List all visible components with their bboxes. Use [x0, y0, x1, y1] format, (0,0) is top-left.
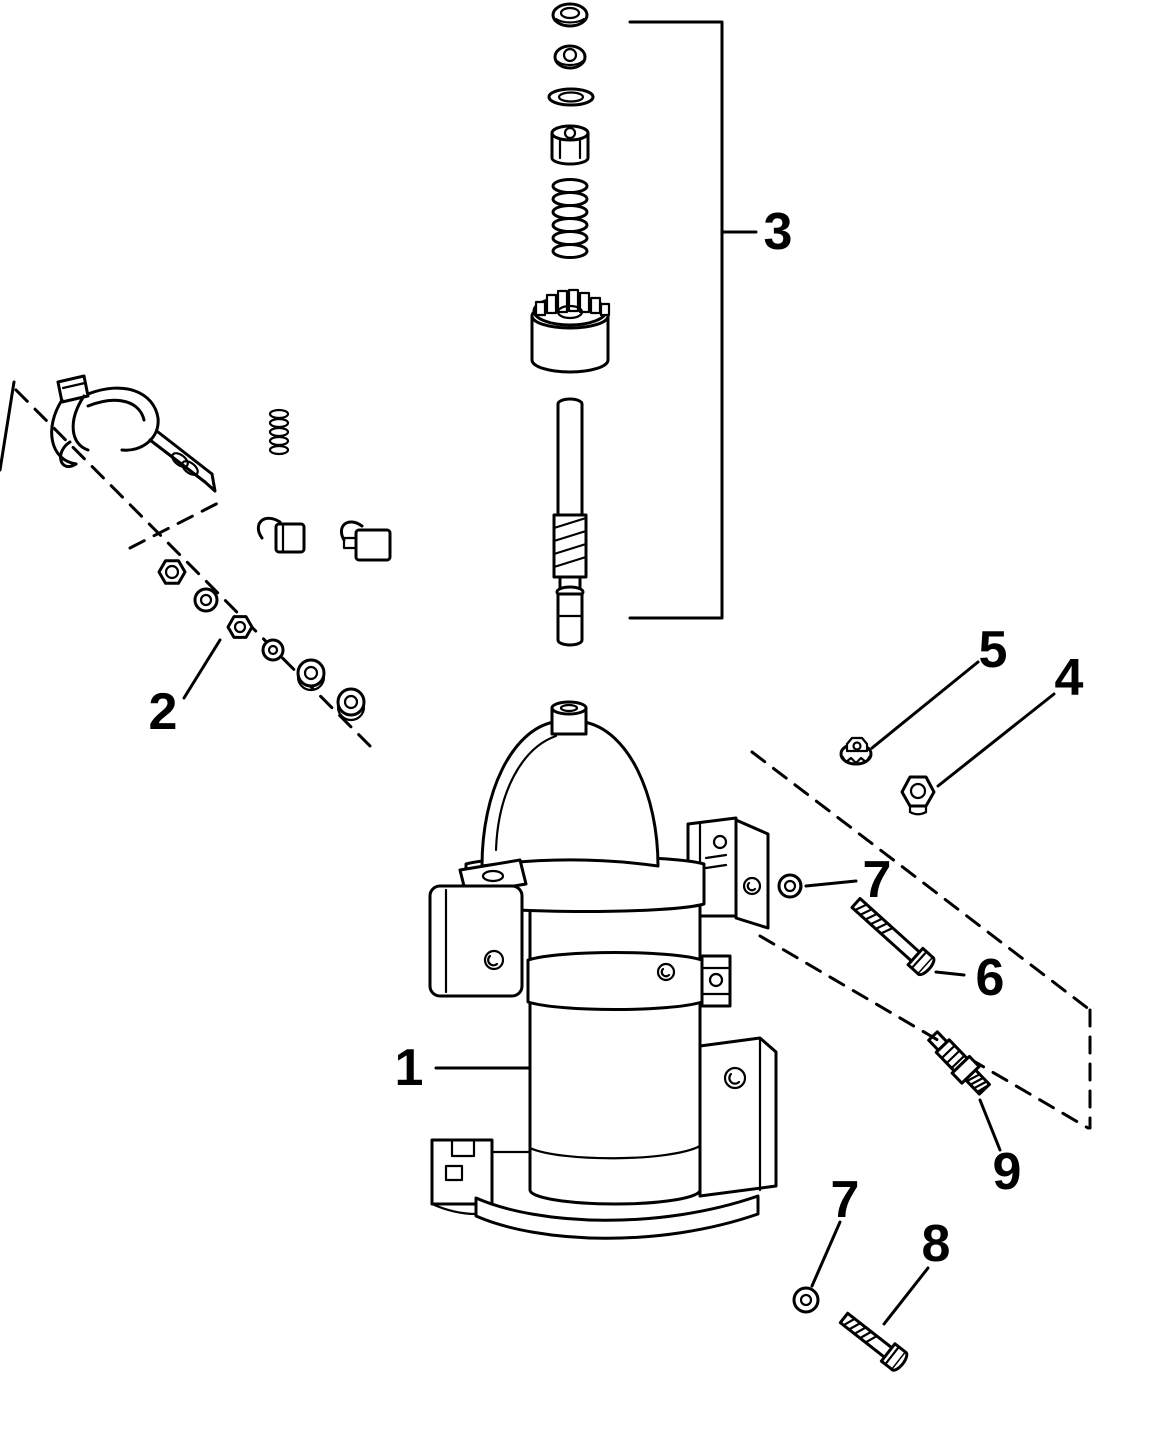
kit-boundary-edge	[0, 380, 16, 472]
washer-icon	[193, 587, 219, 613]
hex-nut-icon	[900, 775, 936, 816]
starter-motor-group: 1	[395, 700, 778, 1240]
callout-4-leader	[936, 692, 1056, 788]
callout-8-label: 8	[922, 1215, 951, 1273]
terminal-stud-icon	[927, 1030, 991, 1096]
drive-assembly-group	[530, 2, 611, 647]
kit-boundary-dashed-line	[14, 388, 374, 750]
washer-icon	[261, 638, 285, 662]
assembly-dashed-line-bottom	[758, 934, 1090, 1130]
cable-assembly-icon	[50, 374, 217, 493]
brush-right-icon	[339, 520, 392, 562]
mounting-bracket-left-icon	[428, 884, 524, 998]
hex-nut-icon	[157, 559, 187, 585]
kit-boundary-dashed-line-2	[128, 498, 226, 550]
band-clamp-icon	[526, 951, 732, 1011]
flange-nut-icon	[296, 658, 326, 688]
assembly-dashed-line-top	[750, 750, 1092, 1012]
callout-7-upper-label: 7	[863, 851, 892, 909]
drive-washer-icon	[547, 87, 595, 107]
washer-icon	[777, 873, 803, 899]
callout-5-label: 5	[979, 621, 1008, 679]
callout-7-lower-label: 7	[831, 1171, 860, 1229]
callout-3-bracket	[628, 20, 724, 620]
callout-5-leader	[870, 660, 980, 750]
motor-body-lower-seam	[528, 1144, 702, 1160]
brush-spring-icon	[268, 408, 290, 456]
terminal-hardware-series	[157, 559, 366, 722]
hex-nut-icon	[226, 615, 254, 639]
drive-locknut-icon	[551, 2, 589, 28]
pinion-gear-icon	[530, 288, 611, 374]
washer-icon	[792, 1286, 820, 1314]
callout-8-leader	[882, 1266, 930, 1326]
callout-4-label: 4	[1055, 649, 1084, 707]
base-lip-icon	[474, 1194, 760, 1240]
callout-2-leader	[182, 638, 222, 700]
drive-shaft-icon	[552, 397, 588, 647]
callout-2-label: 2	[149, 683, 178, 741]
mounting-hardware-group: 5 4 7 6	[750, 621, 1092, 1372]
callout-7-lower-leader	[810, 1220, 842, 1288]
bolt-icon	[850, 897, 936, 977]
drive-spring-icon	[551, 178, 589, 259]
brush-left-icon	[256, 516, 306, 554]
drive-housing-dome-icon	[480, 719, 660, 868]
callout-7-upper-leader	[804, 879, 858, 888]
drive-nut-icon	[553, 44, 587, 70]
base-flange-right-icon	[698, 1036, 778, 1198]
shaft-cap-icon	[550, 700, 588, 736]
callout-3-label: 3	[764, 203, 793, 261]
repair-kit-group: 2	[0, 374, 392, 750]
callout-9-leader	[978, 1098, 1002, 1152]
flange-nut-icon	[336, 687, 366, 717]
pinion-stop-icon	[550, 124, 590, 166]
callout-6-leader	[934, 970, 966, 977]
callout-9-label: 9	[993, 1143, 1022, 1201]
callout-3-group: 3	[628, 20, 793, 620]
bolt-icon	[838, 1311, 909, 1372]
callout-1-label: 1	[395, 1039, 424, 1097]
callout-6-label: 6	[976, 949, 1005, 1007]
locknut-icon	[839, 736, 873, 766]
